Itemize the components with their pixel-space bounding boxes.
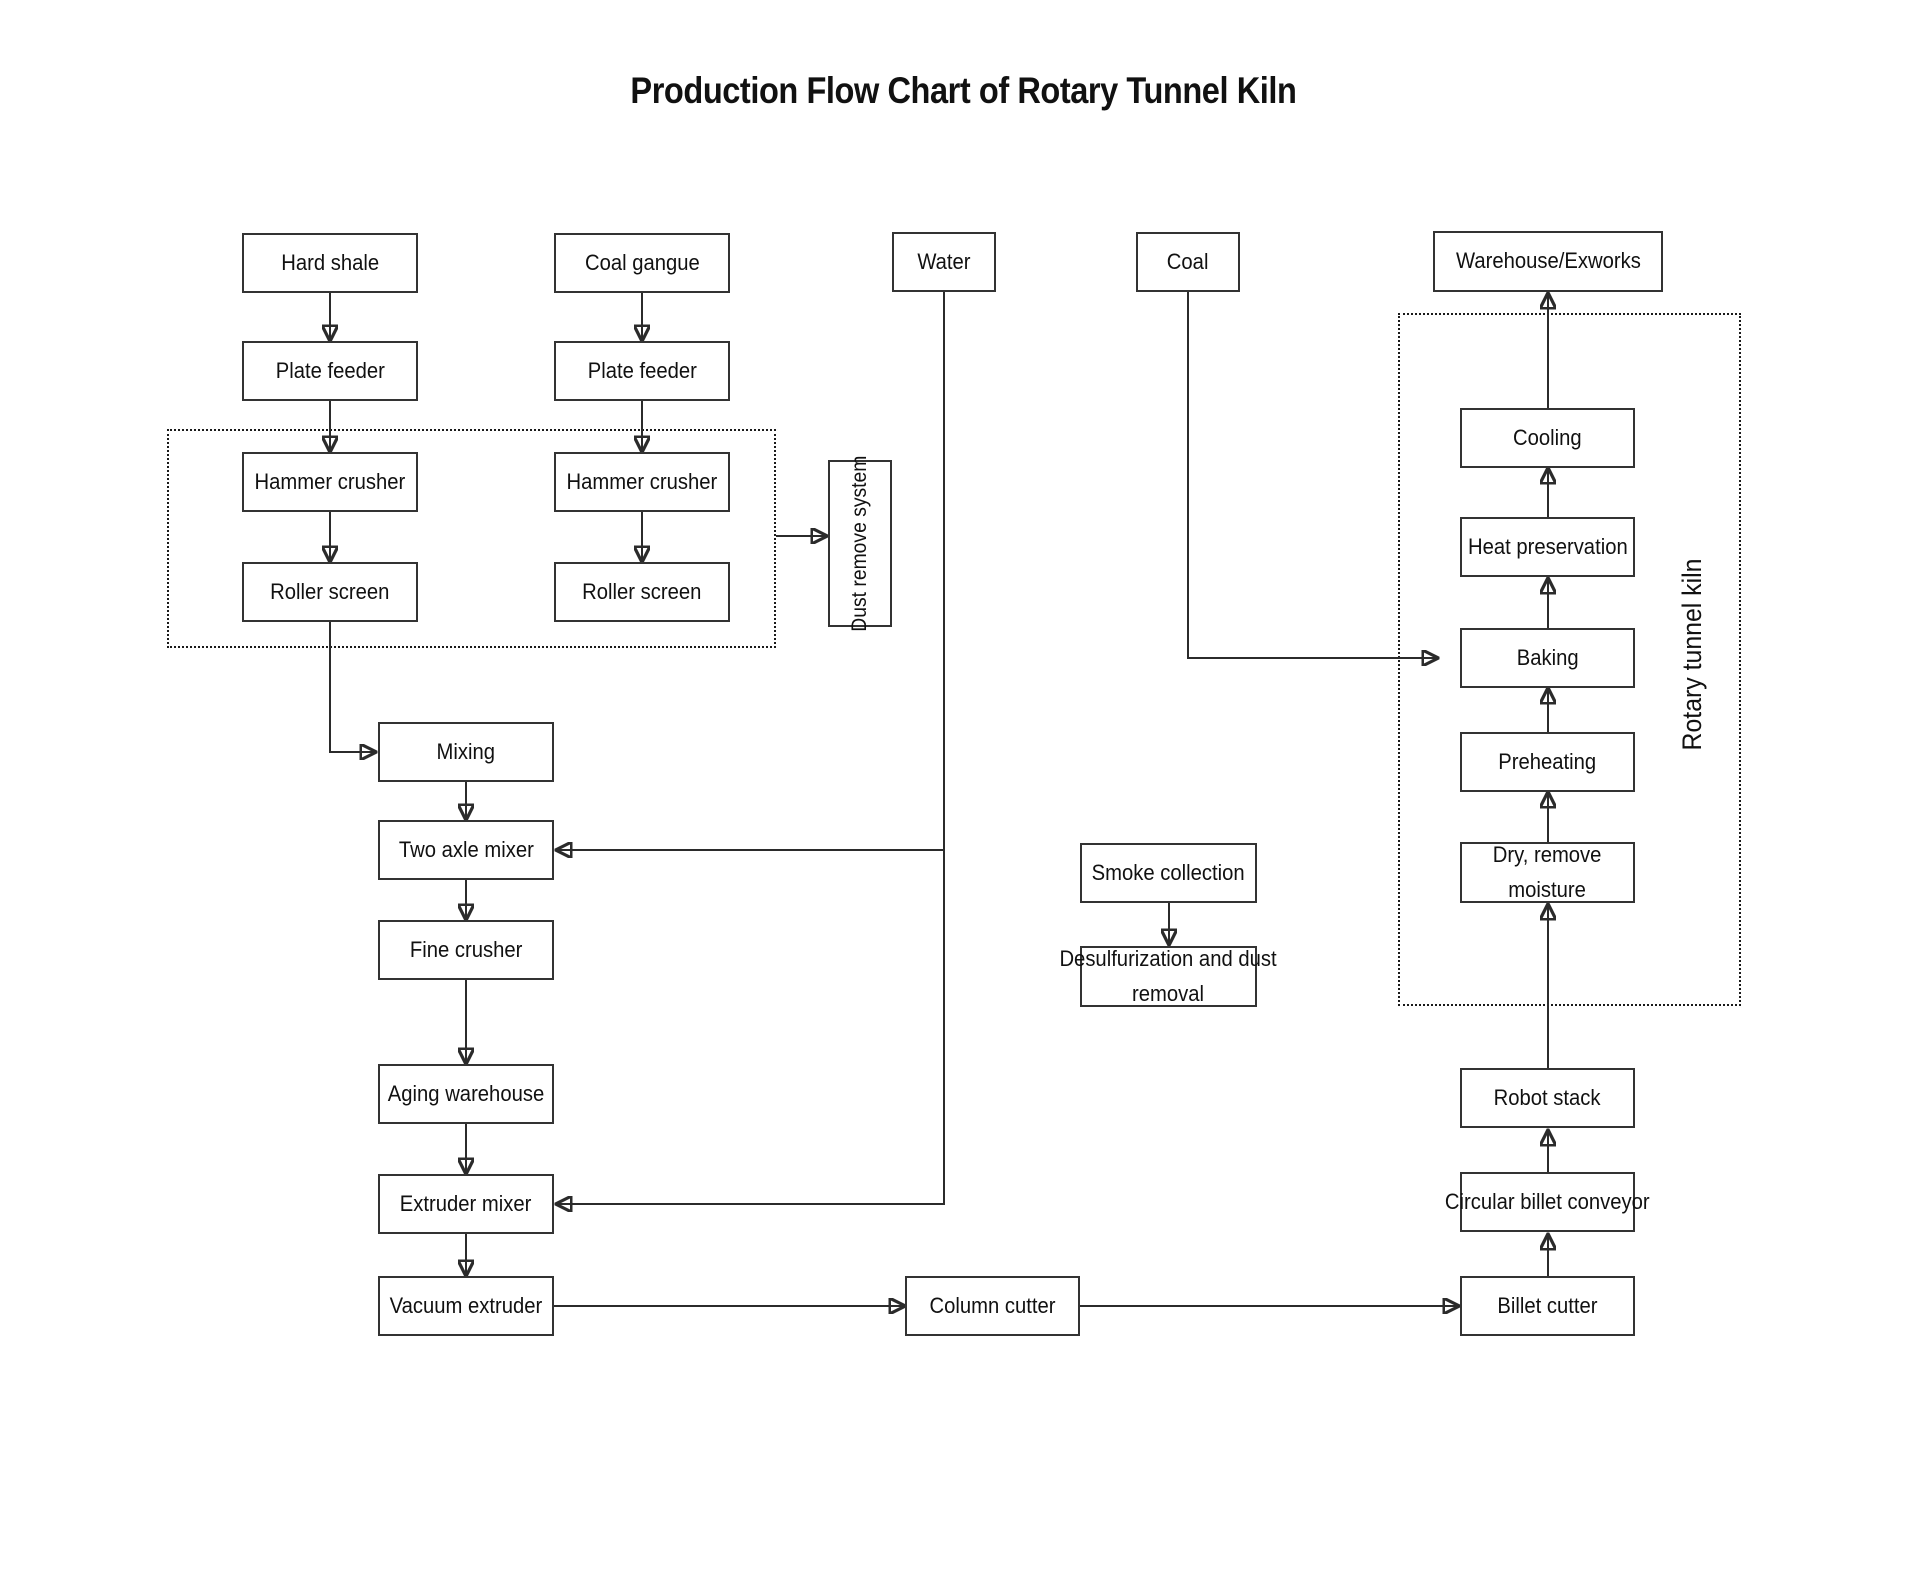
node-baking: Baking <box>1460 628 1635 688</box>
node-two-axle-mixer: Two axle mixer <box>378 820 554 880</box>
node-vacuum-extruder: Vacuum extruder <box>378 1276 554 1336</box>
arrow-roller-screen-to-mixing <box>329 622 374 752</box>
node-dust-remove-system: Dust remove system <box>828 455 892 632</box>
crushing-section-boundary <box>167 429 776 648</box>
node-cooling: Cooling <box>1460 408 1635 468</box>
node-extruder-mixer: Extruder mixer <box>378 1174 554 1234</box>
node-plate-feeder-right: Plate feeder <box>554 341 730 401</box>
node-coal-gangue: Coal gangue <box>554 233 730 293</box>
node-hammer-crusher-right: Hammer crusher <box>554 452 730 512</box>
node-warehouse-exworks: Warehouse/Exworks <box>1433 231 1663 292</box>
line-water-to-extruder-mixer <box>558 292 945 1204</box>
node-desulfurization-dust-removal: Desulfurization and dust removal <box>1059 946 1278 1007</box>
page-title: Production Flow Chart of Rotary Tunnel K… <box>629 70 1297 111</box>
node-heat-preservation: Heat preservation <box>1460 517 1635 577</box>
node-dry-remove-moisture: Dry, remove moisture <box>1460 842 1635 903</box>
node-roller-screen-right: Roller screen <box>554 562 730 622</box>
rotary-tunnel-kiln-boundary <box>1398 313 1741 1006</box>
node-plate-feeder-left: Plate feeder <box>242 341 418 401</box>
node-water: Water <box>892 232 996 292</box>
node-hard-shale: Hard shale <box>242 233 418 293</box>
node-fine-crusher: Fine crusher <box>378 920 554 980</box>
node-coal: Coal <box>1136 232 1240 292</box>
node-preheating: Preheating <box>1460 732 1635 792</box>
node-hammer-crusher-left: Hammer crusher <box>242 452 418 512</box>
node-column-cutter: Column cutter <box>905 1276 1080 1336</box>
node-robot-stack: Robot stack <box>1460 1068 1635 1128</box>
line-coal-to-baking <box>1187 292 1436 658</box>
node-billet-cutter: Billet cutter <box>1460 1276 1635 1336</box>
node-roller-screen-left: Roller screen <box>242 562 418 622</box>
node-smoke-collection: Smoke collection <box>1080 843 1257 903</box>
node-aging-warehouse: Aging warehouse <box>378 1064 554 1124</box>
node-circular-billet-conveyor: Circular billet conveyor <box>1445 1172 1650 1232</box>
node-mixing: Mixing <box>378 722 554 782</box>
